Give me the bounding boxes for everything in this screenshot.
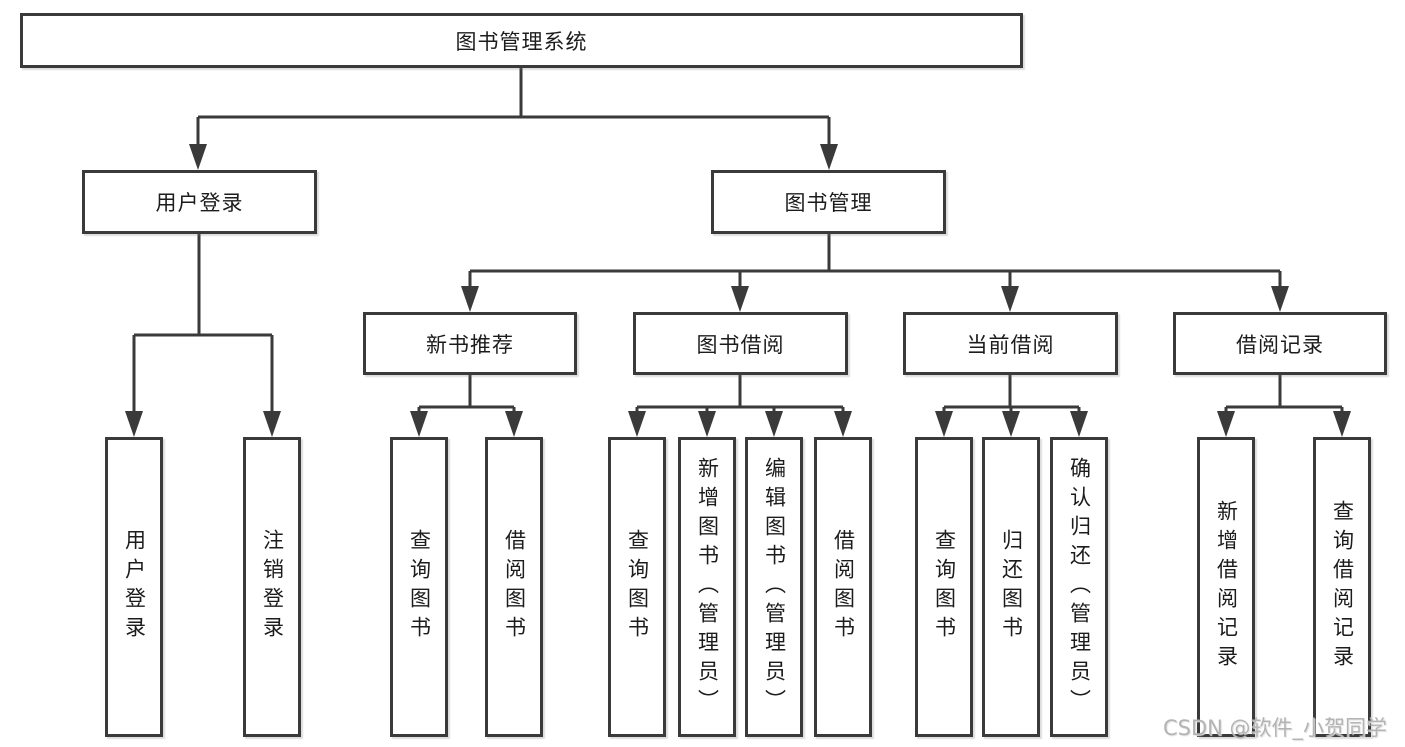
arrow-down-icon <box>1271 286 1289 312</box>
node-label: 查询图书 <box>932 529 957 645</box>
leaf-borrow-books-recommend: 借阅图书 <box>485 437 543 737</box>
connector-new-book-recommend-to-leaves <box>410 375 523 437</box>
node-label: 归还图书 <box>999 529 1024 645</box>
arrow-down-icon <box>935 411 953 437</box>
leaf-logout: 注销登录 <box>243 437 301 737</box>
node-label: 编辑图书（管理员） <box>762 456 787 718</box>
node-library-management-system: 图书管理系统 <box>20 13 1023 68</box>
leaf-add-books-admin: 新增图书（管理员） <box>678 437 736 737</box>
leaf-user-login: 用户登录 <box>105 437 163 737</box>
node-label: 用户登录 <box>155 191 244 215</box>
node-label: 借阅图书 <box>831 529 856 645</box>
node-label: 查询借阅记录 <box>1330 500 1355 674</box>
arrow-down-icon <box>263 411 281 437</box>
arrow-down-icon <box>731 286 749 312</box>
node-label: 查询图书 <box>625 529 650 645</box>
connector-user-login-to-leaves <box>125 234 281 437</box>
node-label: 新书推荐 <box>426 332 514 357</box>
leaf-query-books-borrowing: 查询图书 <box>608 437 666 737</box>
csdn-watermark: CSDN @软件_小贺同学 <box>1163 716 1388 740</box>
arrow-down-icon <box>505 411 523 437</box>
node-label: 当前借阅 <box>966 332 1055 357</box>
leaf-return-books: 归还图书 <box>982 437 1040 737</box>
connector-current-borrowing-to-leaves <box>935 375 1088 437</box>
node-label: 查询图书 <box>407 529 432 645</box>
leaf-query-borrow-record: 查询借阅记录 <box>1313 437 1371 737</box>
leaf-edit-books-admin: 编辑图书（管理员） <box>745 437 803 737</box>
node-label: 确认归还（管理员） <box>1067 456 1092 718</box>
arrow-down-icon <box>189 144 207 170</box>
leaf-add-borrow-record: 新增借阅记录 <box>1197 437 1255 737</box>
arrow-down-icon <box>698 411 716 437</box>
connector-book-borrowing-to-leaves <box>628 375 852 437</box>
node-label: 用户登录 <box>122 529 147 645</box>
arrow-down-icon <box>1333 411 1351 437</box>
arrow-down-icon <box>628 411 646 437</box>
node-current-borrowing: 当前借阅 <box>903 312 1118 375</box>
node-new-book-recommend: 新书推荐 <box>363 312 577 375</box>
arrow-down-icon <box>1217 411 1235 437</box>
node-book-management: 图书管理 <box>711 170 946 234</box>
arrow-down-icon <box>820 144 838 170</box>
arrow-down-icon <box>1002 411 1020 437</box>
leaf-borrow-books: 借阅图书 <box>814 437 872 737</box>
connector-root-to-level1 <box>189 68 838 170</box>
node-label: 图书管理 <box>784 191 873 215</box>
node-borrowing-records: 借阅记录 <box>1173 312 1387 375</box>
arrow-down-icon <box>1001 286 1019 312</box>
arrow-down-icon <box>410 411 428 437</box>
node-label: 新增图书（管理员） <box>695 456 720 718</box>
connector-borrowing-records-to-leaves <box>1217 375 1351 437</box>
node-label: 新增借阅记录 <box>1214 500 1239 674</box>
node-label: 图书管理系统 <box>455 29 588 54</box>
leaf-query-books-recommend: 查询图书 <box>390 437 448 737</box>
arrow-down-icon <box>1070 411 1088 437</box>
leaf-confirm-return-admin: 确认归还（管理员） <box>1050 437 1108 737</box>
arrow-down-icon <box>834 411 852 437</box>
node-user-login: 用户登录 <box>82 170 317 234</box>
node-label: 借阅记录 <box>1236 332 1324 357</box>
arrow-down-icon <box>125 411 143 437</box>
arrow-down-icon <box>765 411 783 437</box>
node-book-borrowing: 图书借阅 <box>633 312 848 375</box>
node-label: 图书借阅 <box>696 332 785 357</box>
arrow-down-icon <box>461 286 479 312</box>
leaf-query-books-current: 查询图书 <box>915 437 973 737</box>
connector-book-management-to-level2 <box>461 234 1289 312</box>
node-label: 借阅图书 <box>502 529 527 645</box>
node-label: 注销登录 <box>260 529 285 645</box>
